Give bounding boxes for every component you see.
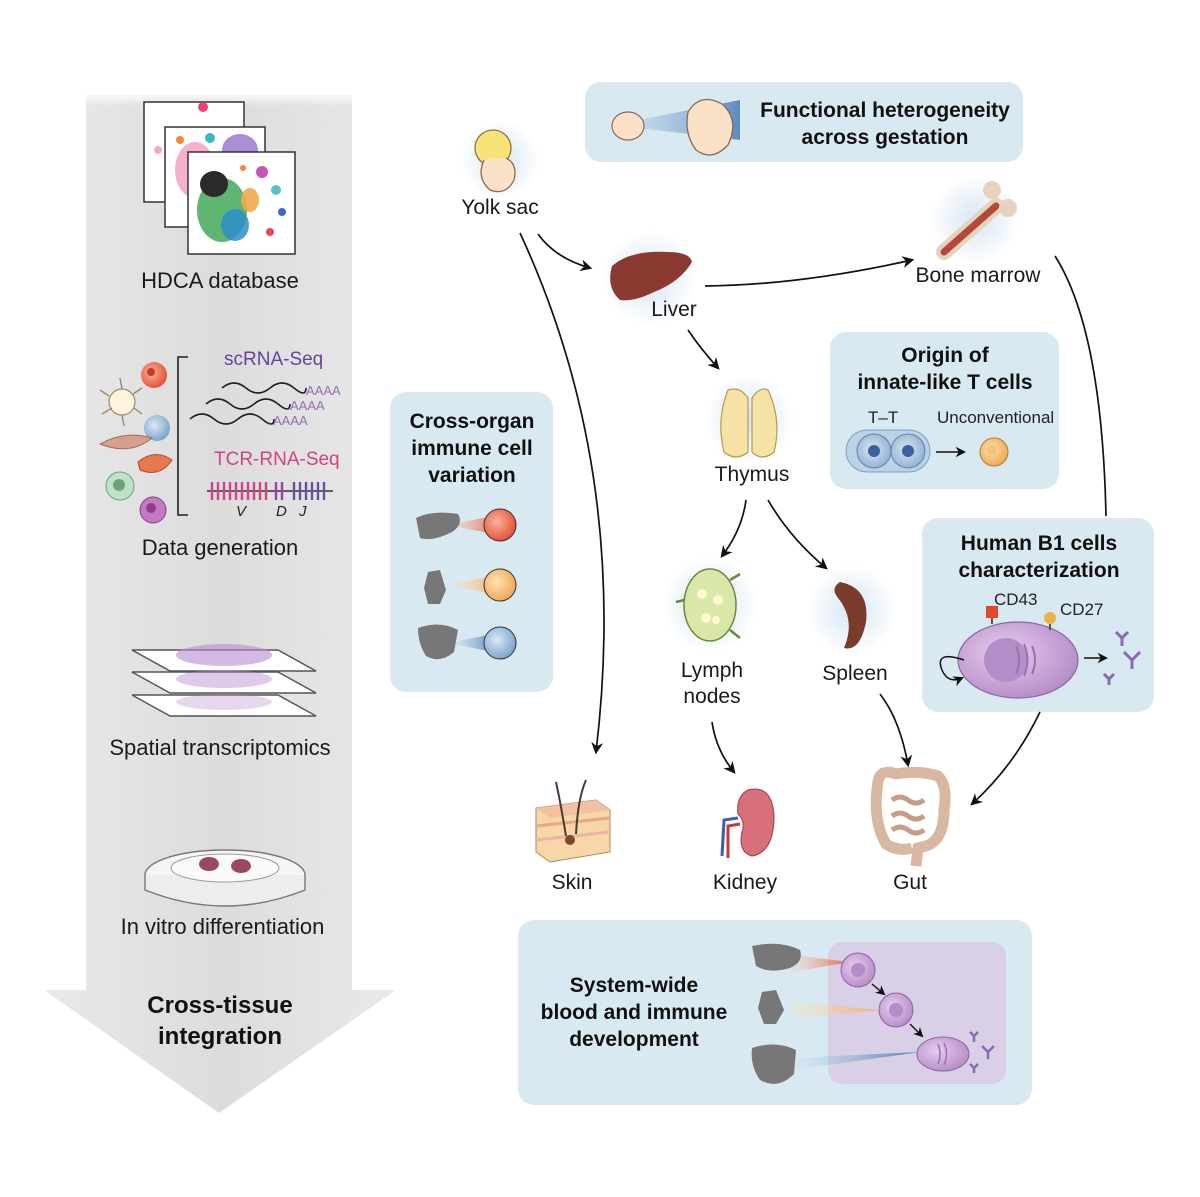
box-cross-organ <box>390 392 553 692</box>
segment-j-label: J <box>299 503 307 520</box>
thymus-label: Thymus <box>714 463 790 486</box>
hdca-umap-stack-icon <box>143 101 296 255</box>
flow-arrows <box>519 232 1107 806</box>
gut-icon <box>870 766 951 867</box>
polya-label-3: AAAA <box>273 413 308 428</box>
cross-organ-rows-icon <box>416 508 517 660</box>
step-in-vitro-label: In vitro differentiation <box>120 914 325 939</box>
thymus-icon <box>705 375 795 465</box>
system-title-line-3: development <box>569 1028 699 1051</box>
yolk-sac-icon <box>460 120 540 200</box>
system-title: System-wide blood and immune development <box>528 972 740 1053</box>
b1-title-line-2: characterization <box>958 559 1120 582</box>
b1-title-line-1: Human B1 cells <box>960 532 1118 555</box>
data-bracket <box>177 356 188 516</box>
cross-organ-title: Cross-organ immune cell variation <box>392 408 552 489</box>
polya-label-2: AAAA <box>290 398 325 413</box>
innate-t-cells-icon <box>845 429 1009 473</box>
polya-label-1: AAAA <box>306 383 341 398</box>
bone-marrow-label: Bone marrow <box>915 264 1041 287</box>
cross-organ-title-line-3: variation <box>428 464 516 487</box>
gestation-title-line-1: Functional heterogeneity <box>760 99 1010 122</box>
spatial-slides-icon <box>131 644 317 717</box>
tcr-rna-seq-label: TCR-RNA-Seq <box>214 449 340 470</box>
cross-organ-title-line-2: immune cell <box>411 437 533 460</box>
unconventional-label: Unconventional <box>937 408 1055 427</box>
cross-tissue-integration-title: Cross-tissue integration <box>110 990 330 1052</box>
system-title-line-1: System-wide <box>569 974 699 997</box>
skin-label: Skin <box>551 871 593 894</box>
tcr-barcode-icon <box>207 482 333 500</box>
innate-title-line-2: innate-like T cells <box>857 371 1033 394</box>
segment-d-label: D <box>276 503 287 520</box>
cd43-label: CD43 <box>994 590 1038 609</box>
tt-label: T–T <box>868 408 899 427</box>
gestation-title: Functional heterogeneity across gestatio… <box>750 97 1020 151</box>
step-data-generation-label: Data generation <box>141 535 299 560</box>
segment-v-label: V <box>236 503 247 520</box>
system-wide-icon <box>751 943 995 1084</box>
cross-tissue-line-1: Cross-tissue <box>147 992 293 1019</box>
spleen-label: Spleen <box>822 662 888 685</box>
lymph-node-icon <box>662 557 758 653</box>
system-title-line-2: blood and immune <box>540 1001 728 1024</box>
innate-title: Origin of innate-like T cells <box>832 342 1058 396</box>
scrna-seq-label: scRNA-Seq <box>224 349 324 370</box>
kidney-label: Kidney <box>712 871 778 894</box>
bone-marrow-icon <box>930 175 1020 265</box>
innate-title-line-1: Origin of <box>901 344 989 367</box>
cd27-label: CD27 <box>1060 600 1104 619</box>
step-spatial-label: Spatial transcriptomics <box>109 735 331 760</box>
step-hdca-label: HDCA database <box>141 268 299 293</box>
gestation-title-line-2: across gestation <box>801 126 969 149</box>
mrna-waves-icon <box>189 382 307 425</box>
immune-cells-icon <box>98 362 173 524</box>
gestation-embryo-icon <box>611 98 740 156</box>
gut-label: Gut <box>893 871 927 894</box>
skin-icon <box>535 779 611 863</box>
kidney-icon <box>720 788 775 858</box>
cross-organ-title-line-1: Cross-organ <box>409 410 535 433</box>
spleen-icon <box>807 565 897 655</box>
petri-dish-icon <box>144 849 306 907</box>
yolk-sac-label: Yolk sac <box>461 196 539 219</box>
liver-label: Liver <box>651 298 697 321</box>
lymph-nodes-line-1: Lymph <box>680 659 744 682</box>
lymph-nodes-label: Lymph nodes <box>662 658 762 710</box>
b1-title: Human B1 cells characterization <box>924 530 1154 584</box>
liver-icon <box>602 230 698 326</box>
lymph-nodes-line-2: nodes <box>683 685 741 708</box>
cross-tissue-line-2: integration <box>158 1023 282 1050</box>
b1-cell-icon <box>939 606 1142 699</box>
